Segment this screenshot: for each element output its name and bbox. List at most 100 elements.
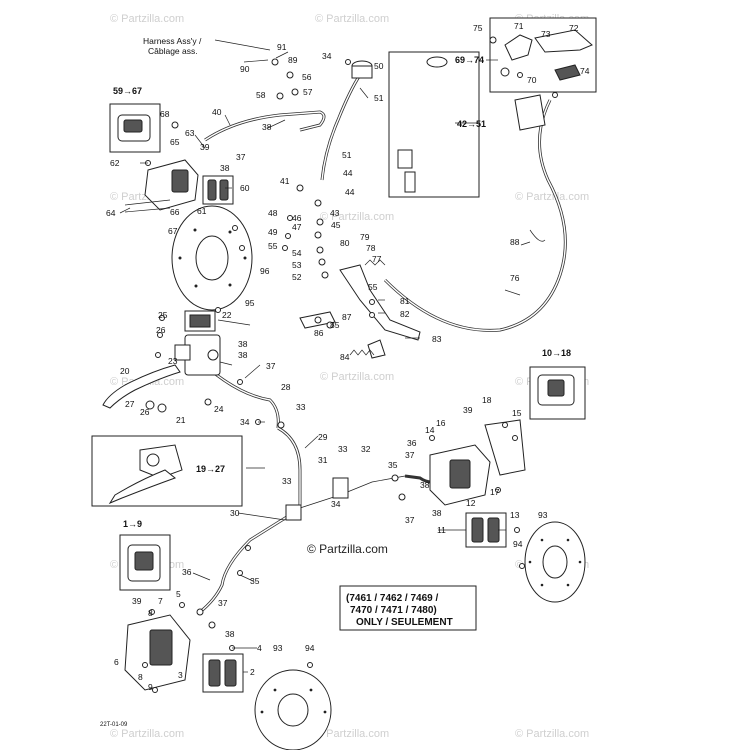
callout-33: 33 <box>338 444 348 454</box>
callout-25: 25 <box>158 310 168 320</box>
callout-93: 93 <box>538 510 548 520</box>
brake-pads-box-60 <box>202 175 234 205</box>
callout-84: 84 <box>340 352 350 362</box>
callout-21: 21 <box>176 415 186 425</box>
callout-23: 23 <box>168 356 178 366</box>
callout-39: 39 <box>200 142 210 152</box>
callout-61: 61 <box>197 206 207 216</box>
callout-26: 26 <box>140 407 150 417</box>
callout-38: 38 <box>262 122 272 132</box>
watermark-text: © Partzilla.com <box>315 728 389 740</box>
watermark-text: © Partzilla.com <box>320 211 394 223</box>
callout-15: 15 <box>512 408 522 418</box>
master-cylinder-23 <box>174 334 221 376</box>
callout-36: 36 <box>182 567 192 577</box>
watermark-text: © Partzilla.com <box>110 13 184 25</box>
callout-7: 7 <box>158 596 163 606</box>
callout-91: 91 <box>277 42 287 52</box>
reservoir-hose-51 <box>320 74 362 181</box>
callout-3: 3 <box>178 670 183 680</box>
callout-39: 39 <box>132 596 142 606</box>
callout-51: 51 <box>374 93 384 103</box>
callout-56: 56 <box>302 72 312 82</box>
brake-disc-95 <box>171 205 253 311</box>
harness-label-translation: Câblage ass. <box>148 46 198 56</box>
rear-caliper-12 <box>429 419 526 506</box>
subassembly-box-10-18 <box>529 366 586 420</box>
watermark-text: © Partzilla.com <box>515 191 589 203</box>
callout-30: 30 <box>230 508 240 518</box>
callout-44: 44 <box>345 187 355 197</box>
brake-lines <box>199 64 567 614</box>
model-note-box: (7461 / 7462 / 7469 / 7470 / 7471 / 7480… <box>339 585 477 631</box>
callout-68: 68 <box>160 109 170 119</box>
part-box-22 <box>184 310 216 332</box>
callout-2: 2 <box>250 667 255 677</box>
callout-80: 80 <box>340 238 350 248</box>
brake-lever-20 <box>102 364 181 409</box>
callout-11: 11 <box>437 525 446 535</box>
callout-34: 34 <box>331 499 341 509</box>
callout-83: 83 <box>432 334 442 344</box>
callout-45: 45 <box>331 220 341 230</box>
callout-6: 6 <box>114 657 119 667</box>
watermark-text: © Partzilla.com <box>110 728 184 740</box>
callout-35: 35 <box>388 460 398 470</box>
callout-37: 37 <box>405 515 415 525</box>
callout-64: 64 <box>106 208 116 218</box>
callout-67: 67 <box>168 226 178 236</box>
spring-84 <box>349 349 375 356</box>
callout-88: 88 <box>510 237 520 247</box>
callout-81: 81 <box>400 296 410 306</box>
callout-76: 76 <box>510 273 520 283</box>
callout-34: 34 <box>240 417 250 427</box>
callout-62: 62 <box>110 158 120 168</box>
callout-17: 17 <box>490 487 500 497</box>
callout-9: 9 <box>148 682 153 692</box>
callout-13: 13 <box>510 510 520 520</box>
callout-26: 26 <box>156 325 166 335</box>
callout-46: 46 <box>292 213 302 223</box>
harness-label: Harness Ass'y / <box>143 36 202 46</box>
callout-82: 82 <box>400 309 410 319</box>
callout-50: 50 <box>374 61 384 71</box>
watermark-text: © Partzilla.com <box>315 13 389 25</box>
callout-39: 39 <box>463 405 473 415</box>
range-label-69-74: 69→74 <box>455 55 484 65</box>
callout-73: 73 <box>541 29 551 39</box>
callout-37: 37 <box>405 450 415 460</box>
subassembly-box-59-67 <box>109 103 161 153</box>
callout-94: 94 <box>513 539 523 549</box>
callout-32: 32 <box>361 444 371 454</box>
callout-12: 12 <box>466 498 476 508</box>
callout-43: 43 <box>330 208 340 218</box>
callout-36: 36 <box>407 438 417 448</box>
brake-disc-93-front <box>254 669 332 750</box>
callout-49: 49 <box>268 227 278 237</box>
callout-40: 40 <box>212 107 222 117</box>
callout-37: 37 <box>236 152 246 162</box>
callout-65: 65 <box>170 137 180 147</box>
callout-66: 66 <box>170 207 180 217</box>
callout-31: 31 <box>318 455 328 465</box>
callout-74: 74 <box>580 66 590 76</box>
callout-33: 33 <box>296 402 306 412</box>
callout-96: 96 <box>260 266 270 276</box>
brake-line-31 <box>299 475 406 509</box>
range-label-42-51: 42→51 <box>457 119 486 129</box>
callout-71: 71 <box>514 21 524 31</box>
distribution-block-33 <box>285 477 349 521</box>
callout-57: 57 <box>303 87 313 97</box>
model-note-line: (7461 / 7462 / 7469 / <box>346 593 439 604</box>
callout-44: 44 <box>343 168 353 178</box>
reservoir-50 <box>351 60 373 79</box>
callout-28: 28 <box>281 382 291 392</box>
callout-4: 4 <box>257 643 262 653</box>
callout-14: 14 <box>425 425 435 435</box>
range-label-59-67: 59→67 <box>113 86 142 96</box>
callout-94: 94 <box>305 643 315 653</box>
callout-54: 54 <box>292 248 302 258</box>
callout-38: 38 <box>432 508 442 518</box>
callout-70: 70 <box>527 75 537 85</box>
